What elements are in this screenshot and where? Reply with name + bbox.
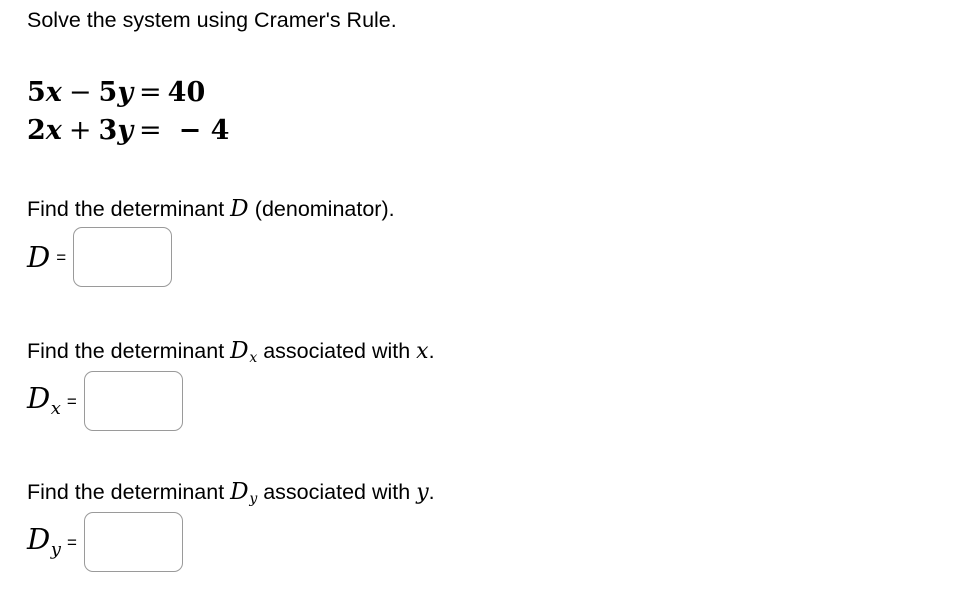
prompt-determinant-d: Find the determinant D (denominator). <box>27 196 395 223</box>
answer-equals-d: = <box>56 248 67 268</box>
answer-label-d: D <box>27 239 51 274</box>
equation-2-equals: = <box>139 115 162 146</box>
prompt-dx-symbol: D <box>230 338 249 364</box>
answer-row-dy: Dy = <box>27 511 435 572</box>
equation-row: 2x+3y= − 4 <box>27 112 229 150</box>
prompt-d-prefix: Find the determinant <box>27 197 231 221</box>
equation-1-var-2: y <box>117 77 134 108</box>
prompt-determinant-dx: Find the determinant Dx associated with … <box>27 338 435 367</box>
prompt-dy-suffix: associated with <box>257 480 417 504</box>
prompt-determinant-dy: Find the determinant Dy associated with … <box>27 479 435 508</box>
equation-2-var-1: x <box>45 115 62 146</box>
section-determinant-d: Find the determinant D (denominator). D … <box>27 196 395 288</box>
equation-row: 5x−5y=40 <box>27 74 229 112</box>
answer-label-dy-symbol: D <box>27 522 51 557</box>
section-determinant-dx: Find the determinant Dx associated with … <box>27 338 435 431</box>
prompt-dx-period: . <box>428 339 435 363</box>
prompt-dx-prefix: Find the determinant <box>27 339 231 363</box>
prompt-dy-period: . <box>428 480 435 504</box>
equation-2-coeff-2: 3 <box>98 115 118 146</box>
answer-label-dx: Dx <box>27 384 61 418</box>
answer-label-dy: Dy <box>27 525 61 559</box>
answer-row-dx: Dx = <box>27 370 435 431</box>
equation-1-operator: − <box>68 77 92 108</box>
determinant-d-input[interactable] <box>73 227 173 288</box>
prompt-dx-suffix: associated with <box>257 339 417 363</box>
determinant-dy-input[interactable] <box>83 511 183 572</box>
prompt-dy-subscript: y <box>249 491 258 508</box>
equation-system: 5x−5y=40 2x+3y=− 4 <box>27 74 229 150</box>
answer-row-d: D = <box>27 227 395 288</box>
equation-2-operator: + <box>68 115 92 146</box>
equation-1-coeff-1: 5 <box>27 77 46 108</box>
prompt-d-suffix: (denominator). <box>248 197 395 221</box>
equation-1-equals: = <box>139 77 162 108</box>
equation-1-rhs: 40 <box>167 77 206 108</box>
prompt-dy-prefix: Find the determinant <box>27 480 231 504</box>
instruction-text: Solve the system using Cramer's Rule. <box>27 8 397 32</box>
answer-label-dx-subscript: x <box>50 397 61 419</box>
equation-2-var-2: y <box>117 115 134 146</box>
answer-label-dy-subscript: y <box>50 538 61 560</box>
answer-equals-dx: = <box>66 391 77 411</box>
equation-1-var-1: x <box>45 77 62 108</box>
equation-2-coeff-1: 2 <box>27 115 46 146</box>
prompt-dy-symbol: D <box>230 479 249 505</box>
determinant-dx-input[interactable] <box>83 370 183 431</box>
answer-equals-dy: = <box>66 532 77 552</box>
answer-label-d-symbol: D <box>27 239 51 274</box>
prompt-dy-variable: y <box>416 480 429 505</box>
equation-2-rhs: − 4 <box>178 115 230 146</box>
section-determinant-dy: Find the determinant Dy associated with … <box>27 479 435 572</box>
answer-label-dx-symbol: D <box>27 381 51 416</box>
prompt-dx-subscript: x <box>249 350 258 367</box>
prompt-dx-variable: x <box>416 339 429 364</box>
equation-1-coeff-2: 5 <box>98 77 118 108</box>
prompt-d-symbol: D <box>230 196 249 222</box>
